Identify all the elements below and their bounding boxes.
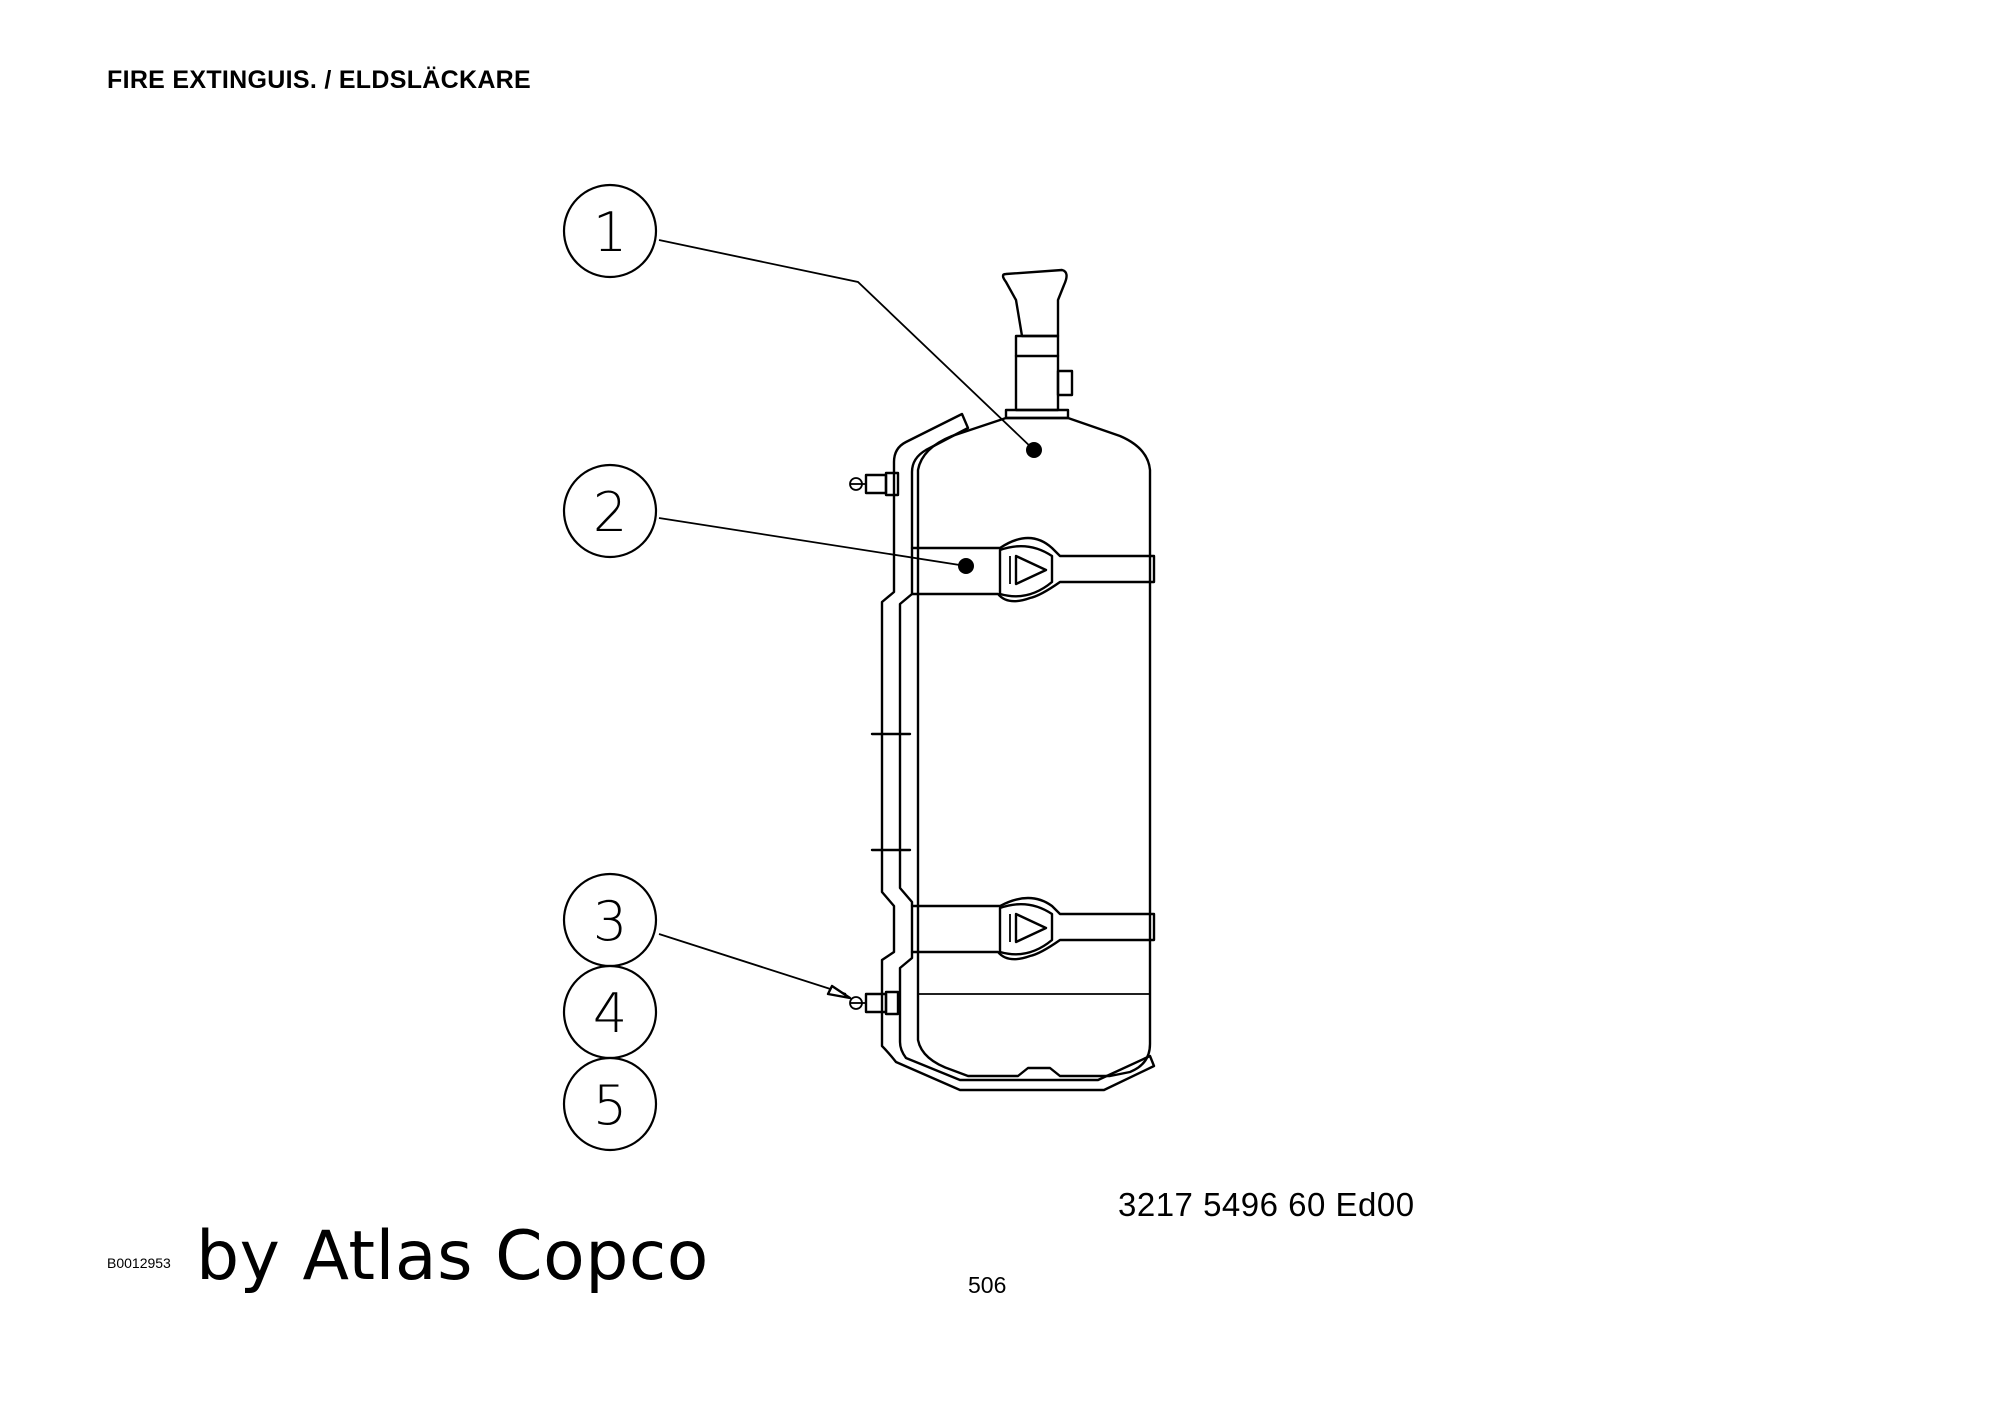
upper-bolt (849, 471, 900, 497)
balloon-number: 4 (593, 982, 627, 1045)
callout-balloon-3: 3 (562, 872, 658, 968)
brand-text: by Atlas Copco (196, 1217, 709, 1296)
extinguisher-illustration (849, 268, 1156, 1092)
balloon-number: 2 (593, 481, 627, 544)
valve-side-knob (1056, 369, 1074, 397)
upper-strap-buckle (998, 544, 1054, 598)
part-number: 3217 5496 60 Ed00 (1118, 1186, 1415, 1223)
valve-body (1014, 334, 1060, 412)
wall-bracket (880, 412, 1156, 1092)
document-id: B0012953 (107, 1255, 171, 1271)
lower-strap (910, 896, 1156, 961)
page-title: FIRE EXTINGUIS. / ELDSLÄCKARE (107, 66, 532, 94)
lower-bolt (849, 990, 900, 1016)
callout-balloon-5: 5 (562, 1056, 658, 1152)
page-number: 506 (968, 1272, 1007, 1298)
leader-lines (658, 239, 1042, 1000)
balloon-number: 3 (593, 890, 627, 953)
cylinder-body (916, 416, 1152, 1078)
balloon-number: 5 (593, 1074, 627, 1137)
callout-balloon-2: 2 (562, 463, 658, 559)
callout-balloon-1: 1 (562, 183, 658, 279)
lower-strap-buckle (998, 902, 1054, 956)
valve-handle (1001, 268, 1068, 338)
upper-strap (910, 536, 1156, 603)
balloon-number: 1 (593, 201, 627, 264)
callout-balloon-4: 4 (562, 964, 658, 1060)
